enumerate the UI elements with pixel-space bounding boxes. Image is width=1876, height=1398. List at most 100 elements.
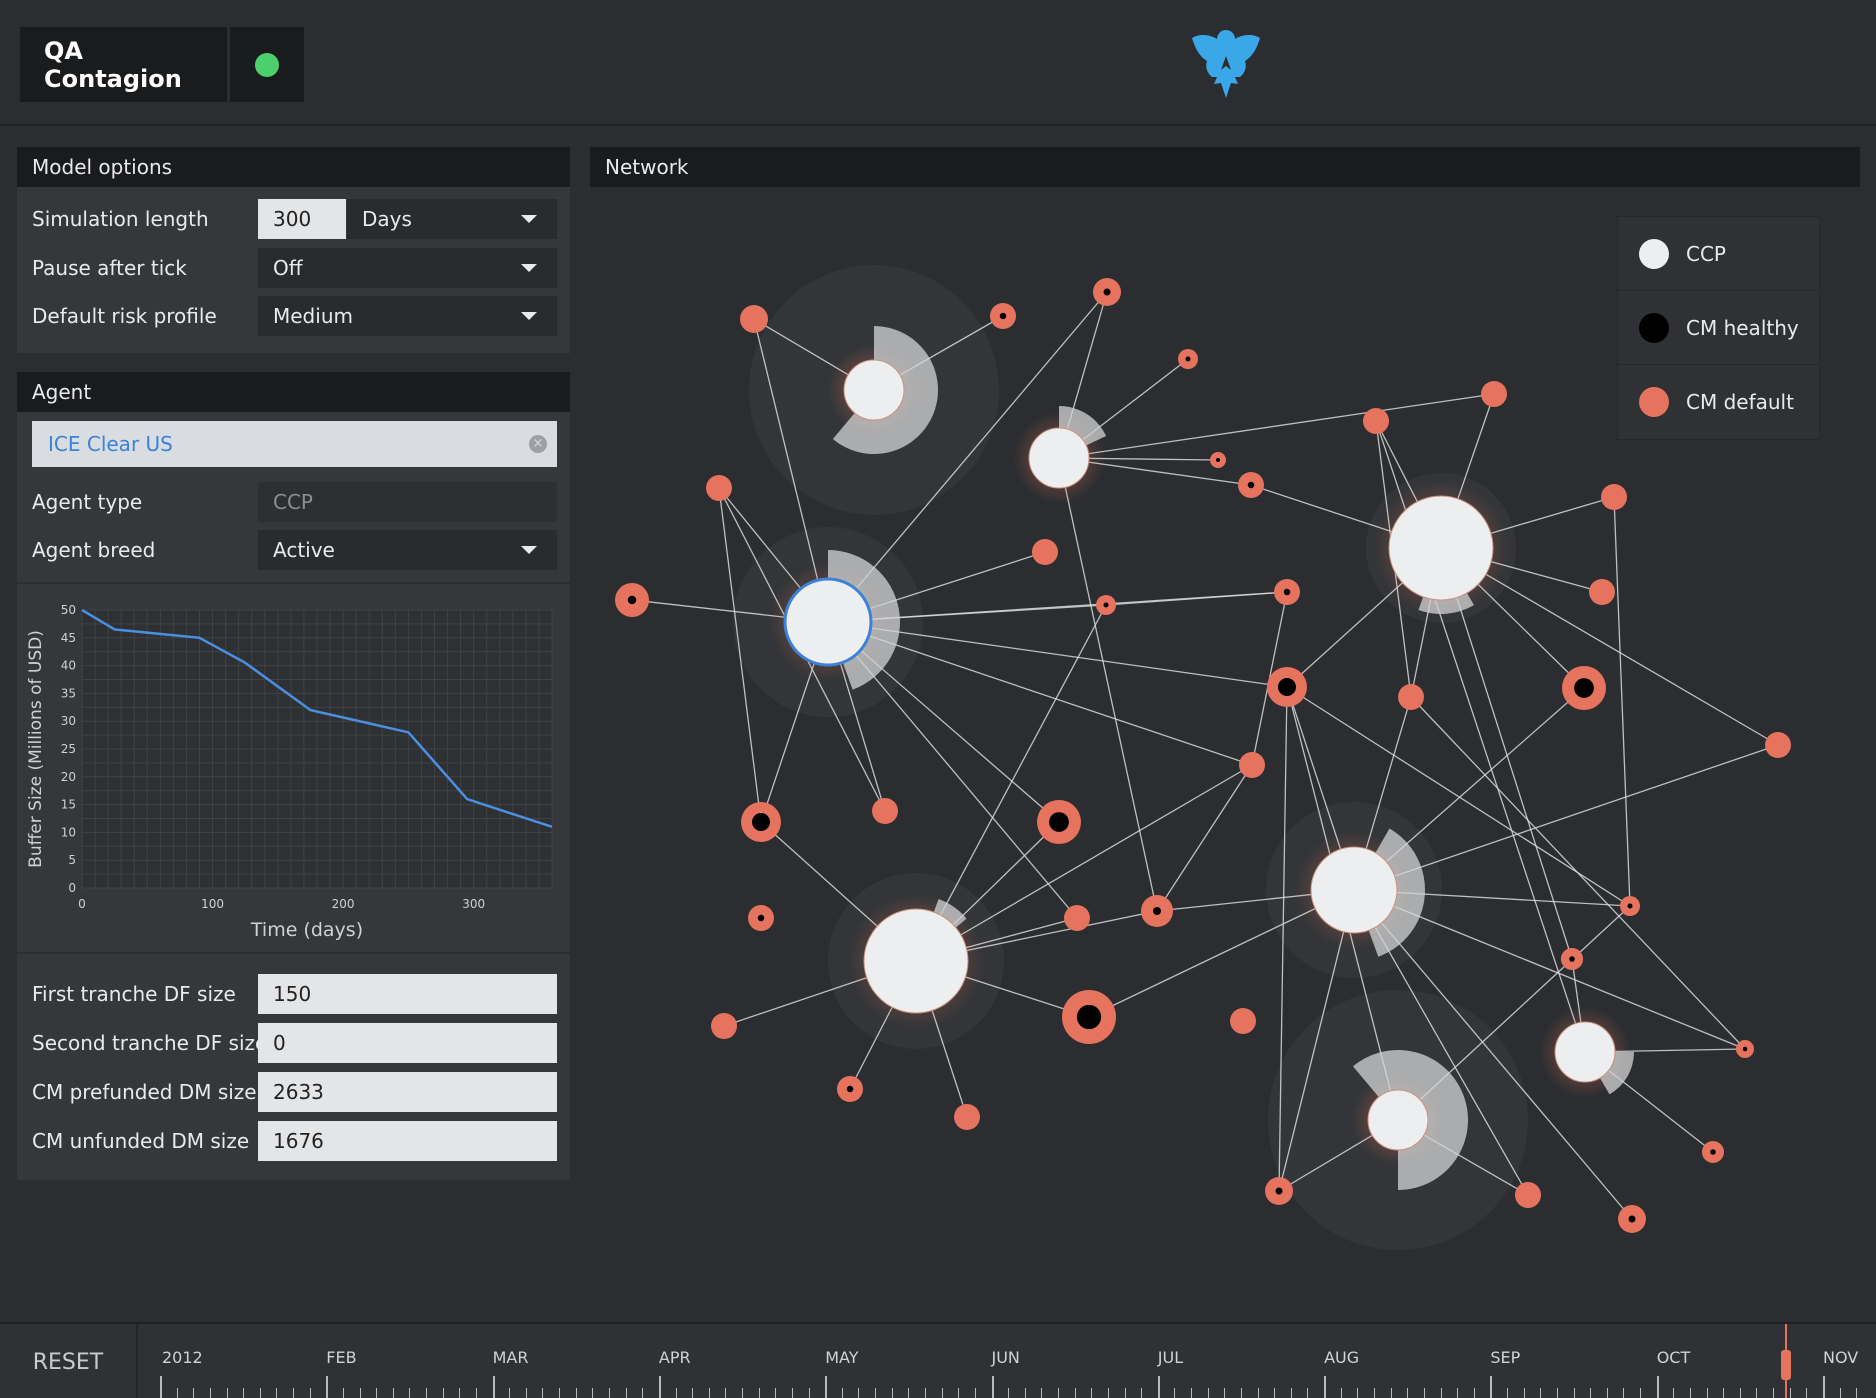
model-options-header: Model options <box>17 147 570 187</box>
second-tranche-input[interactable]: 0 <box>258 1023 557 1063</box>
cm-healthy-node[interactable] <box>1141 895 1173 927</box>
cm-node-core <box>1185 356 1191 362</box>
cm-default-node[interactable] <box>1032 539 1058 565</box>
cm-node-core <box>1103 602 1109 608</box>
cm-healthy-node[interactable] <box>837 1076 863 1102</box>
simulation-length-input[interactable]: 300 <box>258 199 346 239</box>
pause-after-tick-select[interactable]: Off <box>258 248 557 288</box>
legend-label: CM healthy <box>1686 315 1799 340</box>
timeline-tick <box>1074 1388 1076 1398</box>
cm-default-node[interactable] <box>1239 752 1265 778</box>
ccp-node[interactable] <box>828 873 1004 1049</box>
legend-item-cm-healthy: CM healthy <box>1618 291 1819 365</box>
cm-default-node[interactable] <box>872 798 898 824</box>
cm-node-ring <box>1363 408 1389 434</box>
cm-default-node[interactable] <box>954 1104 980 1130</box>
timeline-tick <box>1024 1388 1026 1398</box>
ccp-node[interactable] <box>749 265 999 515</box>
cm-default-node[interactable] <box>1363 408 1389 434</box>
cm-healthy-node[interactable] <box>1274 579 1300 605</box>
reset-button[interactable]: RESET <box>0 1324 138 1398</box>
legend-item-cm-default: CM default <box>1618 365 1819 439</box>
timeline-tick <box>1623 1388 1625 1398</box>
cm-healthy-node[interactable] <box>990 303 1016 329</box>
x-axis-label: Time (days) <box>250 919 363 941</box>
y-tick-label: 5 <box>68 853 76 867</box>
cm-default-node[interactable] <box>706 475 732 501</box>
cm-node-core <box>1247 481 1255 489</box>
cm-node-core <box>1710 1149 1716 1155</box>
cm-default-node[interactable] <box>1601 484 1627 510</box>
cm-healthy-node[interactable] <box>1620 896 1640 916</box>
cm-healthy-node[interactable] <box>1736 1040 1754 1058</box>
timeline-tick <box>1590 1388 1592 1398</box>
status-indicator <box>230 27 304 102</box>
ccp-node[interactable] <box>1539 1006 1634 1098</box>
timeline-tick <box>525 1388 527 1398</box>
cm-healthy-node[interactable] <box>1265 1177 1293 1205</box>
agent-breed-label: Agent breed <box>32 538 156 562</box>
clear-icon[interactable]: × <box>529 435 547 453</box>
cm-default-node[interactable] <box>1765 732 1791 758</box>
cm-healthy-node[interactable] <box>615 583 649 617</box>
cm-healthy-node[interactable] <box>1238 472 1264 498</box>
timeline-tick <box>758 1388 760 1398</box>
cm-healthy-node[interactable] <box>1062 990 1116 1044</box>
cm-prefunded-input[interactable]: 2633 <box>258 1072 557 1112</box>
ccp-node[interactable] <box>1268 990 1528 1250</box>
cm-default-node[interactable] <box>1398 684 1424 710</box>
cm-healthy-node[interactable] <box>1093 278 1121 306</box>
agent-type-field: CCP <box>258 482 557 522</box>
cm-healthy-node[interactable] <box>1096 595 1116 615</box>
network-edge <box>1105 591 1288 606</box>
cm-node-ring <box>1239 752 1265 778</box>
cm-default-node[interactable] <box>1515 1182 1541 1208</box>
ccp-node[interactable] <box>733 527 923 717</box>
agent-search-input[interactable]: ICE Clear US × <box>32 421 557 467</box>
second-tranche-label: Second tranche DF size <box>32 1031 268 1055</box>
first-tranche-input[interactable]: 150 <box>258 974 557 1014</box>
cm-healthy-node[interactable] <box>1618 1205 1646 1233</box>
network-edge <box>1156 764 1253 912</box>
default-risk-profile-value: Medium <box>273 304 353 328</box>
y-tick-label: 15 <box>61 798 76 812</box>
cm-default-node[interactable] <box>1481 381 1507 407</box>
cm-healthy-node[interactable] <box>741 802 781 842</box>
timeline-tick <box>1124 1388 1126 1398</box>
timeline-tick <box>1141 1388 1143 1398</box>
timeline-tick <box>658 1376 661 1398</box>
cm-healthy-node[interactable] <box>1561 948 1583 970</box>
ccp-node-core <box>1367 1089 1429 1151</box>
cm-healthy-node[interactable] <box>1562 666 1606 710</box>
timeline-month-label: AUG <box>1324 1348 1360 1367</box>
simulation-length-unit-select[interactable]: Days <box>347 199 557 239</box>
timeline-tick <box>1174 1388 1176 1398</box>
cm-node-ring <box>706 475 732 501</box>
cm-node-core <box>1216 458 1220 462</box>
cm-unfunded-input[interactable]: 1676 <box>258 1121 557 1161</box>
cm-default-node[interactable] <box>1230 1008 1256 1034</box>
top-bar: QA Contagion <box>0 0 1876 126</box>
cm-healthy-node[interactable] <box>1210 452 1226 468</box>
cm-default-node[interactable] <box>1589 579 1615 605</box>
ccp-node[interactable] <box>1013 406 1107 504</box>
cm-healthy-node[interactable] <box>1702 1141 1724 1163</box>
cm-healthy-node[interactable] <box>748 905 774 931</box>
cm-healthy-node[interactable] <box>1037 800 1081 844</box>
cm-healthy-node[interactable] <box>1267 667 1307 707</box>
timeline-tick <box>1224 1388 1226 1398</box>
timeline-month-label: SEP <box>1490 1348 1521 1367</box>
cm-default-node[interactable] <box>711 1013 737 1039</box>
timeline-tick <box>309 1388 311 1398</box>
agent-breed-select[interactable]: Active <box>258 530 557 570</box>
cm-default-node[interactable] <box>740 305 768 333</box>
timeline-playhead-handle[interactable] <box>1781 1350 1791 1380</box>
cm-default-node[interactable] <box>1064 905 1090 931</box>
default-risk-profile-select[interactable]: Medium <box>258 296 557 336</box>
ccp-node[interactable] <box>1266 802 1442 978</box>
ccp-node[interactable] <box>1366 473 1516 623</box>
cm-healthy-node[interactable] <box>1178 349 1198 369</box>
network-graph[interactable] <box>590 187 1860 1305</box>
x-tick-label: 300 <box>462 897 485 911</box>
